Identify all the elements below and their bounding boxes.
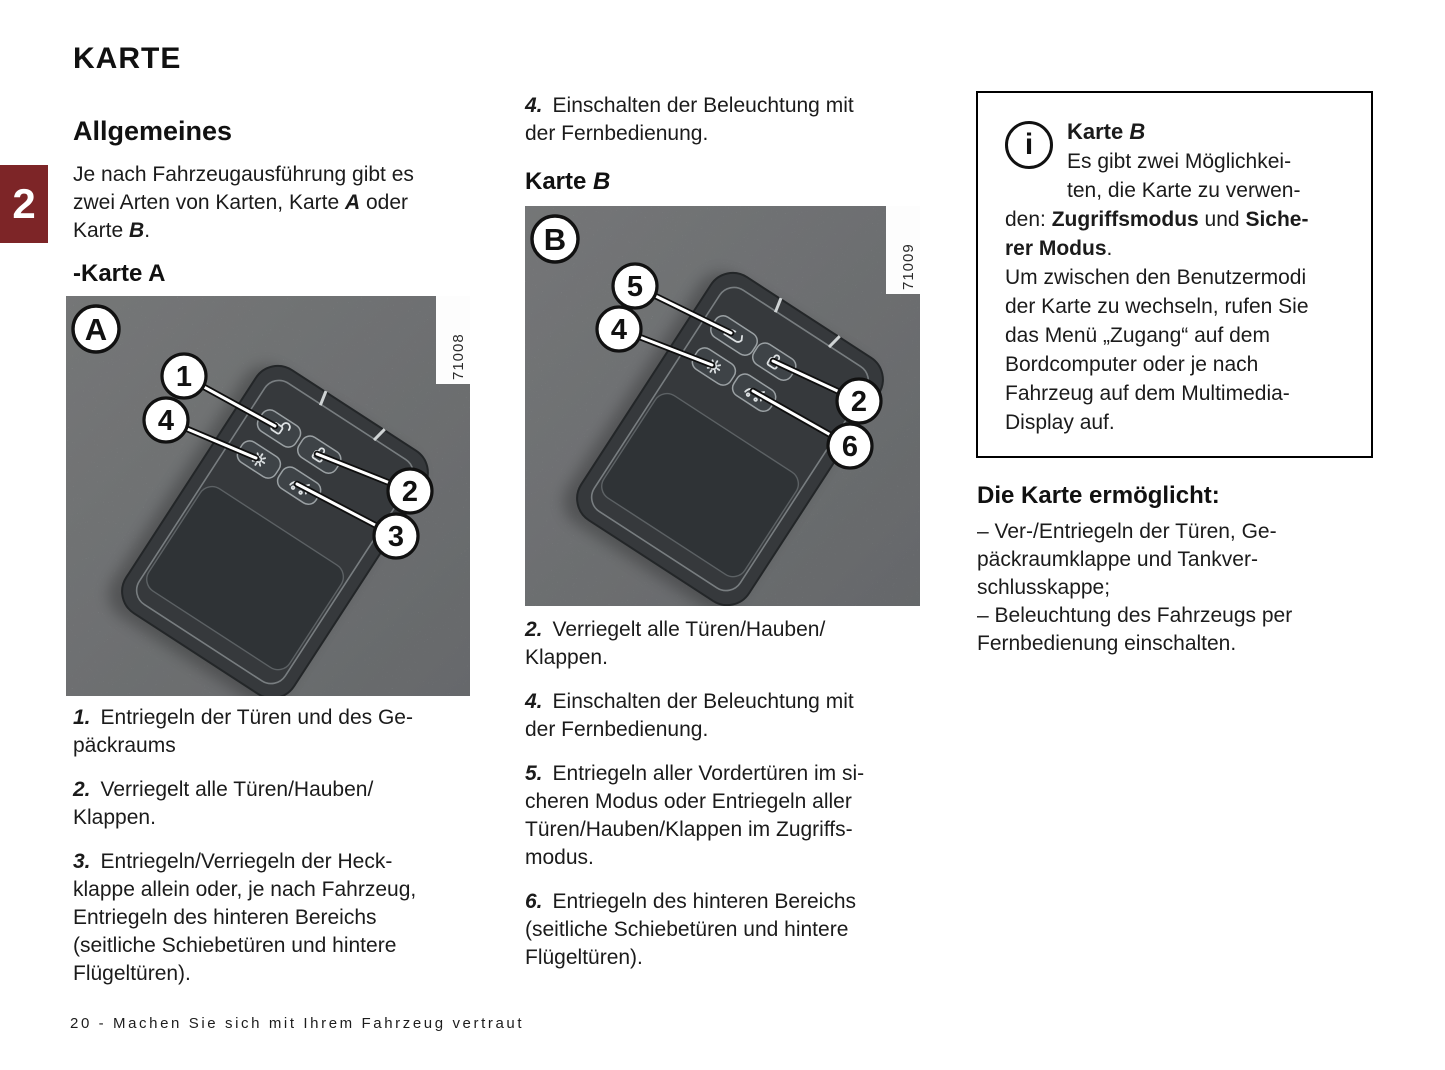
intro-text: oder Karte bbox=[73, 191, 409, 242]
info-box-title: Karte B bbox=[1067, 117, 1300, 147]
svg-text:4: 4 bbox=[611, 314, 627, 346]
info-icon-glyph: i bbox=[1024, 128, 1034, 161]
info-box-body: den: Zugriffsmodus und Siche- rer Modus.… bbox=[1005, 205, 1353, 437]
card-notch bbox=[372, 428, 386, 442]
item-text: Verriegelt alle Türen/Hauben/ Klappen. bbox=[73, 778, 374, 829]
callout-2: 2 bbox=[386, 467, 434, 515]
list-item: 1.Entriegeln der Türen und des Ge- päckr… bbox=[73, 704, 483, 760]
svg-text:2: 2 bbox=[402, 476, 418, 508]
heading-letter: B bbox=[593, 168, 611, 195]
karte-a-item-list: 1.Entriegeln der Türen und des Ge- päckr… bbox=[73, 704, 483, 1004]
figure-karte-a: 1 4 2 3 A 71008 bbox=[66, 296, 470, 696]
page-footer: 20 - Machen Sie sich mit Ihrem Fahrzeug … bbox=[70, 1015, 525, 1032]
body-text: . Um zwischen den Benutzermodi der Karte… bbox=[1005, 237, 1309, 434]
enables-heading: Die Karte ermöglicht: bbox=[977, 482, 1220, 509]
list-item: 3.Entriegeln/Verriegeln der Heck- klappe… bbox=[73, 848, 483, 988]
enables-item: – Beleuchtung des Fahrzeugs per Fernbedi… bbox=[977, 604, 1293, 655]
item-number: 5. bbox=[525, 762, 543, 785]
card-notch bbox=[773, 297, 783, 313]
intro-text: . bbox=[144, 219, 151, 242]
svg-text:2: 2 bbox=[851, 386, 867, 418]
card-notch bbox=[827, 335, 841, 349]
card-inner-outline bbox=[590, 286, 870, 592]
info-box-karte-b: i Karte B Es gibt zwei Möglichkei- ten, … bbox=[976, 91, 1373, 458]
title-letter: B bbox=[1129, 119, 1146, 144]
svg-text:6: 6 bbox=[842, 431, 858, 463]
card-notch bbox=[318, 390, 328, 406]
item-text: Entriegeln der Türen und des Ge- päckrau… bbox=[73, 706, 413, 757]
svg-text:4: 4 bbox=[158, 405, 174, 437]
callout-5: 5 bbox=[611, 262, 659, 310]
card-lower-panel bbox=[601, 392, 800, 578]
karte-b-ref: B bbox=[129, 219, 145, 242]
body-text: den: bbox=[1005, 208, 1052, 231]
figure-reference-number: 71009 bbox=[886, 206, 920, 294]
chapter-tab: 2 bbox=[0, 165, 48, 243]
list-item: 4.Einschalten der Beleuchtung mit der Fe… bbox=[525, 92, 940, 148]
callout-4: 4 bbox=[142, 396, 190, 444]
item-number: 4. bbox=[525, 690, 543, 713]
info-box-header: i Karte B Es gibt zwei Möglichkei- ten, … bbox=[1005, 117, 1353, 205]
list-item: 4.Einschalten der Beleuchtung mit der Fe… bbox=[525, 688, 940, 744]
item-text: Einschalten der Beleuchtung mit der Fern… bbox=[525, 690, 854, 741]
title-text: Karte bbox=[1067, 119, 1130, 144]
callout-2: 2 bbox=[835, 377, 883, 425]
info-box-lead: Es gibt zwei Möglichkei- ten, die Karte … bbox=[1067, 150, 1301, 202]
svg-text:5: 5 bbox=[627, 271, 643, 303]
list-item: 6.Entriegeln des hinteren Bereichs (seit… bbox=[525, 888, 940, 972]
card-inner-outline bbox=[135, 379, 415, 685]
sicherer-modus-term: Siche- rer Modus bbox=[1005, 208, 1309, 260]
page-title: KARTE bbox=[73, 42, 182, 75]
item-number: 4. bbox=[525, 94, 543, 117]
body-text: und bbox=[1198, 208, 1246, 231]
svg-text:71008: 71008 bbox=[450, 333, 467, 380]
karte-a-illustration: 1 4 2 3 A 71008 bbox=[66, 296, 470, 696]
figure-letter-badge: B bbox=[530, 214, 580, 264]
item-number: 6. bbox=[525, 890, 543, 913]
item-text: Einschalten der Beleuchtung mit der Fern… bbox=[525, 94, 854, 145]
list-item: 2.Verriegelt alle Türen/Hauben/ Klappen. bbox=[525, 616, 940, 672]
callout-6: 6 bbox=[826, 422, 874, 470]
svg-text:1: 1 bbox=[176, 361, 192, 393]
karte-b-item-list: 2.Verriegelt alle Türen/Hauben/ Klappen.… bbox=[525, 616, 940, 988]
callout-1: 1 bbox=[160, 352, 208, 400]
info-icon: i bbox=[1005, 121, 1053, 169]
heading-text: Karte bbox=[525, 168, 594, 195]
figure-reference-number: 71008 bbox=[436, 296, 470, 384]
figure-karte-b: 5 4 2 6 B 71009 bbox=[525, 206, 920, 606]
svg-text:B: B bbox=[544, 222, 566, 257]
item-text: Verriegelt alle Türen/Hauben/ Klappen. bbox=[525, 618, 826, 669]
card-lower-panel bbox=[146, 485, 345, 671]
svg-text:3: 3 bbox=[388, 521, 404, 553]
intro-paragraph: Je nach Fahrzeugausführung gibt es zwei … bbox=[73, 161, 473, 245]
info-box-header-text: Karte B Es gibt zwei Möglichkei- ten, di… bbox=[1067, 117, 1300, 205]
item-number: 3. bbox=[73, 850, 91, 873]
svg-text:A: A bbox=[85, 312, 107, 347]
item-text: Entriegeln aller Vordertüren im si- cher… bbox=[525, 762, 865, 869]
item-text: Entriegeln des hinteren Bereichs (seitli… bbox=[525, 890, 857, 969]
callout-3: 3 bbox=[372, 512, 420, 560]
list-item: 2.Verriegelt alle Türen/Hauben/ Klappen. bbox=[73, 776, 483, 832]
list-item: 5.Entriegeln aller Vordertüren im si- ch… bbox=[525, 760, 940, 872]
chapter-number: 2 bbox=[12, 180, 36, 227]
section-heading-allgemeines: Allgemeines bbox=[73, 116, 233, 146]
intro-text: Je nach Fahrzeugausführung gibt es zwei … bbox=[73, 163, 414, 214]
svg-text:71009: 71009 bbox=[900, 243, 917, 290]
karte-a-ref: A bbox=[344, 191, 361, 214]
enables-item: – Ver-/Entriegeln der Türen, Ge- päckrau… bbox=[977, 520, 1277, 599]
karte-b-illustration: 5 4 2 6 B 71009 bbox=[525, 206, 920, 606]
item-number: 1. bbox=[73, 706, 91, 729]
key-card-a bbox=[108, 364, 429, 696]
karte-b-heading: Karte B bbox=[525, 168, 610, 196]
enables-list: – Ver-/Entriegeln der Türen, Ge- päckrau… bbox=[977, 518, 1397, 658]
item-text: Entriegeln/Verriegeln der Heck- klappe a… bbox=[73, 850, 417, 985]
karte-a-heading: -Karte A bbox=[73, 260, 166, 287]
item-number: 2. bbox=[525, 618, 543, 641]
zugriffsmodus-term: Zugriffsmodus bbox=[1051, 208, 1199, 231]
item-number: 2. bbox=[73, 778, 91, 801]
figure-letter-badge: A bbox=[71, 304, 121, 354]
callout-4: 4 bbox=[595, 305, 643, 353]
